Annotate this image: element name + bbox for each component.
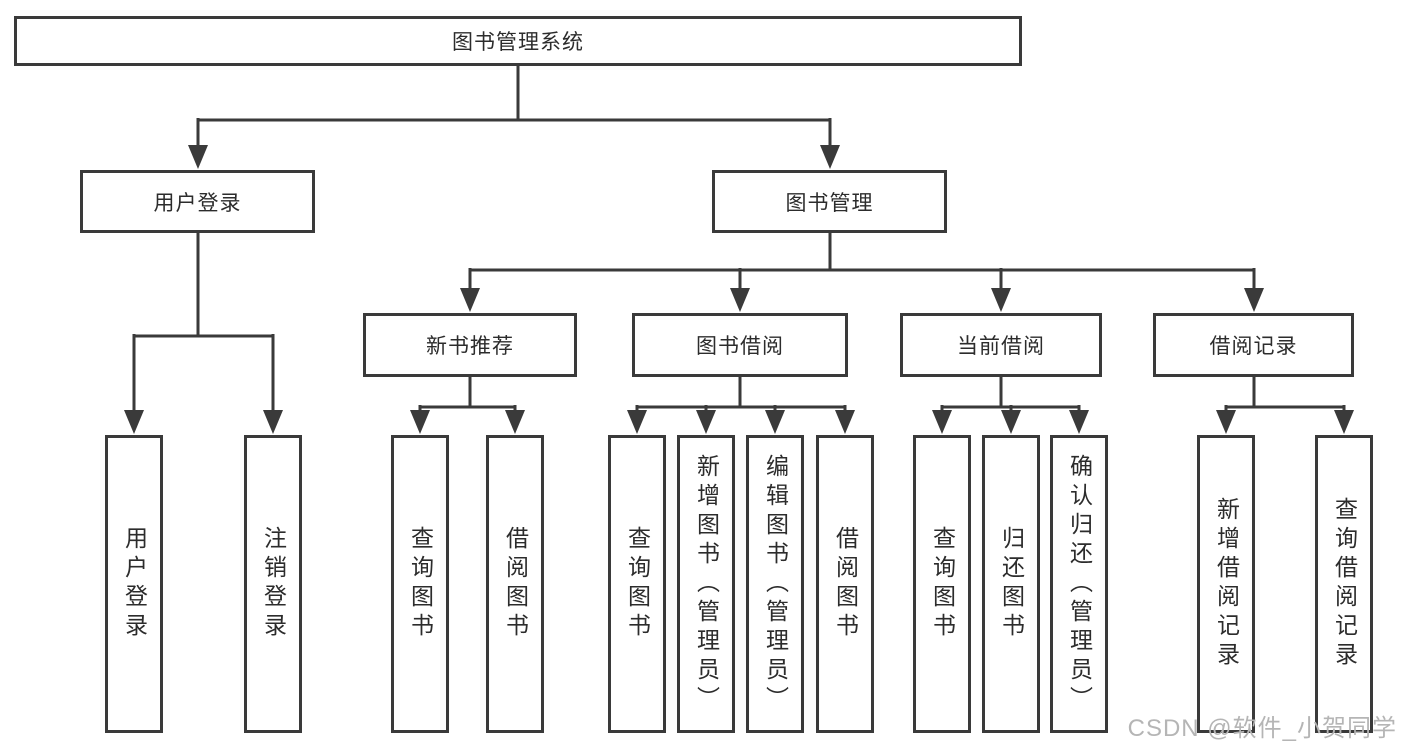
node-book-borrowing-label: 图书借阅 — [696, 335, 784, 358]
leaf-recommend-query-books-label: 查询图书 — [407, 526, 434, 642]
leaf-confirm-return-admin-label: 确认归还（管理员） — [1066, 453, 1093, 715]
leaf-edit-book-admin-label: 编辑图书（管理员） — [762, 453, 789, 715]
arrow-down-icon — [1244, 288, 1264, 312]
leaf-current-query-books-label: 查询图书 — [929, 526, 956, 642]
leaf-confirm-return-admin: 确认归还（管理员） — [1050, 435, 1108, 733]
node-user-login-label: 用户登录 — [153, 191, 242, 215]
leaf-borrowing-query-books-label: 查询图书 — [624, 526, 651, 642]
node-book-borrowing: 图书借阅 — [632, 313, 848, 377]
arrow-down-icon — [820, 145, 840, 169]
node-root-label: 图书管理系统 — [452, 31, 584, 54]
leaf-add-borrow-record-label: 新增借阅记录 — [1213, 497, 1240, 671]
leaf-add-book-admin: 新增图书（管理员） — [677, 435, 735, 733]
leaf-return-books-label: 归还图书 — [998, 526, 1025, 642]
leaf-borrowing-query-books: 查询图书 — [608, 435, 666, 733]
leaf-logout-login: 注销登录 — [244, 435, 302, 733]
connector-current-borrowing — [932, 377, 1089, 434]
leaf-add-borrow-record: 新增借阅记录 — [1197, 435, 1255, 733]
node-current-borrowing-label: 当前借阅 — [957, 335, 1045, 358]
connector-user-login — [124, 233, 283, 434]
arrow-down-icon — [932, 410, 952, 434]
leaf-query-borrow-record: 查询借阅记录 — [1315, 435, 1373, 733]
arrow-down-icon — [505, 410, 525, 434]
connector-root — [188, 66, 840, 169]
leaf-add-book-admin-label: 新增图书（管理员） — [693, 453, 720, 715]
watermark: CSDN @软件_小贺同学 — [1127, 715, 1397, 742]
connector-borrowing-records — [1216, 377, 1354, 434]
arrow-down-icon — [627, 410, 647, 434]
node-current-borrowing: 当前借阅 — [900, 313, 1102, 377]
arrow-down-icon — [991, 288, 1011, 312]
connector-book-management — [460, 233, 1264, 312]
leaf-recommend-query-books: 查询图书 — [391, 435, 449, 733]
arrow-down-icon — [730, 288, 750, 312]
connector-new-book-recommendation — [410, 377, 525, 434]
arrow-down-icon — [1001, 410, 1021, 434]
leaf-user-login: 用户登录 — [105, 435, 163, 733]
leaf-borrowing-borrow-books: 借阅图书 — [816, 435, 874, 733]
leaf-return-books: 归还图书 — [982, 435, 1040, 733]
leaf-recommend-borrow-books-label: 借阅图书 — [502, 526, 529, 642]
arrow-down-icon — [188, 145, 208, 169]
node-new-book-recommendation: 新书推荐 — [363, 313, 577, 377]
leaf-recommend-borrow-books: 借阅图书 — [486, 435, 544, 733]
node-book-management-label: 图书管理 — [785, 191, 874, 215]
arrow-down-icon — [1216, 410, 1236, 434]
leaf-edit-book-admin: 编辑图书（管理员） — [746, 435, 804, 733]
arrow-down-icon — [263, 410, 283, 434]
leaf-query-borrow-record-label: 查询借阅记录 — [1331, 497, 1358, 671]
arrow-down-icon — [460, 288, 480, 312]
leaf-logout-login-label: 注销登录 — [260, 526, 287, 642]
node-book-management: 图书管理 — [712, 170, 947, 233]
node-root: 图书管理系统 — [14, 16, 1022, 66]
leaf-user-login-label: 用户登录 — [121, 526, 148, 642]
arrow-down-icon — [124, 410, 144, 434]
arrow-down-icon — [1069, 410, 1089, 434]
node-borrowing-records-label: 借阅记录 — [1209, 335, 1298, 358]
node-borrowing-records: 借阅记录 — [1153, 313, 1354, 377]
arrow-down-icon — [835, 410, 855, 434]
arrow-down-icon — [765, 410, 785, 434]
node-new-book-recommendation-label: 新书推荐 — [426, 335, 514, 358]
connector-book-borrowing — [627, 377, 855, 434]
arrow-down-icon — [1334, 410, 1354, 434]
arrow-down-icon — [696, 410, 716, 434]
node-user-login: 用户登录 — [80, 170, 315, 233]
leaf-borrowing-borrow-books-label: 借阅图书 — [832, 526, 859, 642]
arrow-down-icon — [410, 410, 430, 434]
leaf-current-query-books: 查询图书 — [913, 435, 971, 733]
